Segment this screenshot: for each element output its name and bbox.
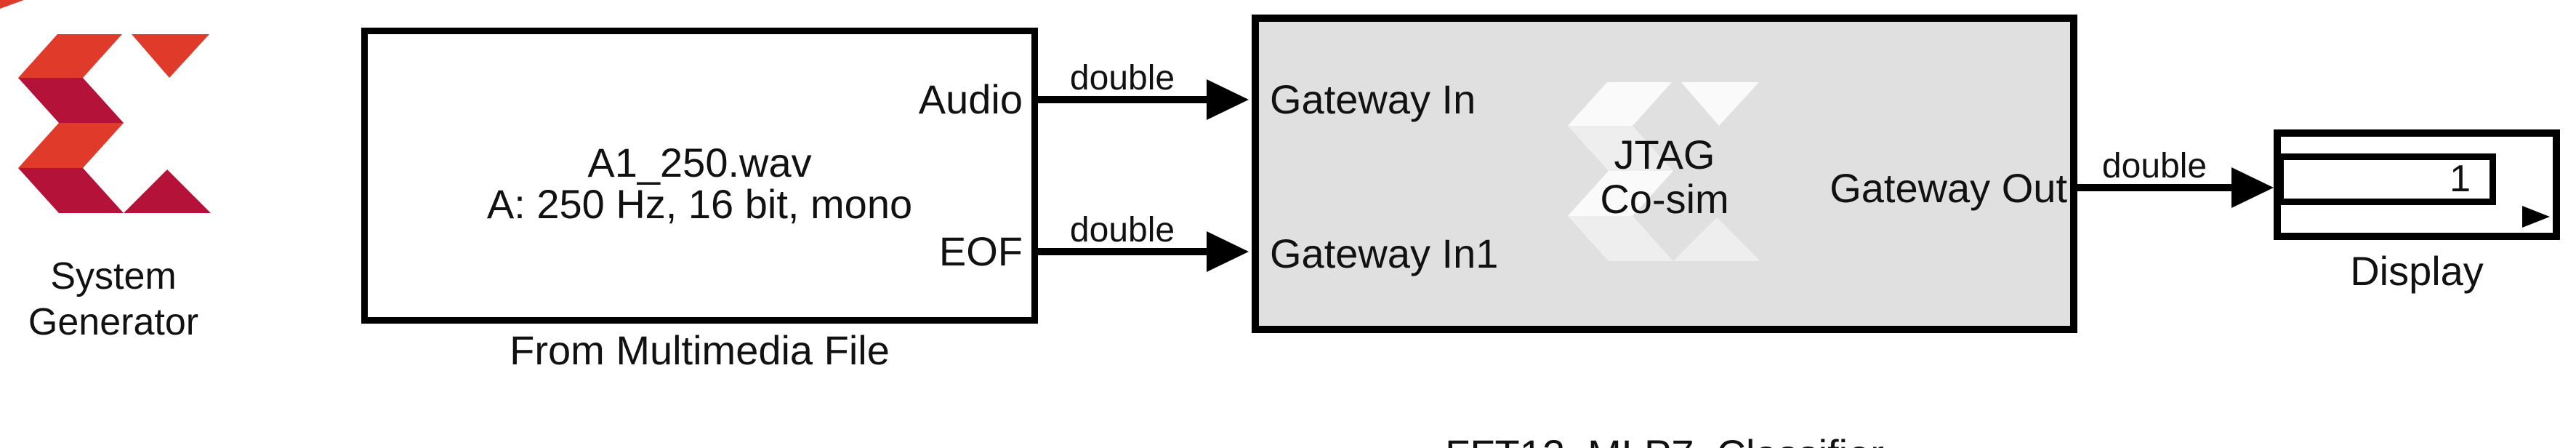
system-generator-block[interactable]: System Generator xyxy=(0,0,227,349)
port-label-audio: Audio xyxy=(918,76,1023,122)
fmf-format-info: A: 250 Hz, 16 bit, mono xyxy=(486,181,913,227)
wire-eof-arrowhead-icon xyxy=(1207,231,1249,272)
wire-audio-type-label: double xyxy=(1069,59,1175,97)
fmf-caption: From Multimedia File xyxy=(510,327,890,373)
jtag-cosim-line1: JTAG xyxy=(1614,132,1715,177)
xilinx-logo-icon xyxy=(0,0,211,213)
wire-audio-arrowhead-icon xyxy=(1207,79,1249,120)
classifier-caption-line1: FFT12_MLP7_Classifier xyxy=(1252,432,2077,448)
xilinx-watermark-icon xyxy=(1568,82,1760,261)
display-caption: Display xyxy=(2350,248,2484,294)
system-generator-caption-line1: System xyxy=(50,255,177,297)
from-multimedia-file-block[interactable]: A1_250.wav A: 250 Hz, 16 bit, mono Audio… xyxy=(361,28,1038,324)
system-generator-caption: System Generator xyxy=(0,254,227,345)
fft12-mlp7-classifier-block[interactable]: Gateway In Gateway In1 Gateway Out JTAG … xyxy=(1252,15,2077,333)
display-value-box: 1 xyxy=(2277,153,2496,205)
classifier-caption: FFT12_MLP7_Classifier hwcosim xyxy=(1252,342,2077,448)
fmf-filename: A1_250.wav xyxy=(587,140,812,185)
system-generator-caption-line2: Generator xyxy=(28,301,199,343)
wire-audio-line[interactable] xyxy=(1038,96,1207,103)
port-label-gateway-in: Gateway In xyxy=(1270,76,1476,122)
wire-gateway-out-type-label: double xyxy=(2101,147,2207,185)
wire-eof-type-label: double xyxy=(1069,211,1175,249)
display-output-arrow-icon xyxy=(2522,206,2550,228)
wire-eof-line[interactable] xyxy=(1038,248,1207,255)
display-block[interactable]: 1 xyxy=(2274,129,2560,240)
jtag-cosim-text: JTAG Co-sim xyxy=(1259,132,2070,221)
wire-gateway-out-line[interactable] xyxy=(2077,184,2231,191)
port-label-gateway-out: Gateway Out xyxy=(1830,165,2067,211)
port-label-gateway-in1: Gateway In1 xyxy=(1270,231,1499,276)
jtag-cosim-line2: Co-sim xyxy=(1600,176,1729,222)
wire-gateway-out-arrowhead-icon xyxy=(2231,167,2274,208)
port-label-eof: EOF xyxy=(938,228,1023,274)
fmf-info-text: A1_250.wav A: 250 Hz, 16 bit, mono xyxy=(368,142,1031,225)
display-value: 1 xyxy=(2450,158,2471,200)
